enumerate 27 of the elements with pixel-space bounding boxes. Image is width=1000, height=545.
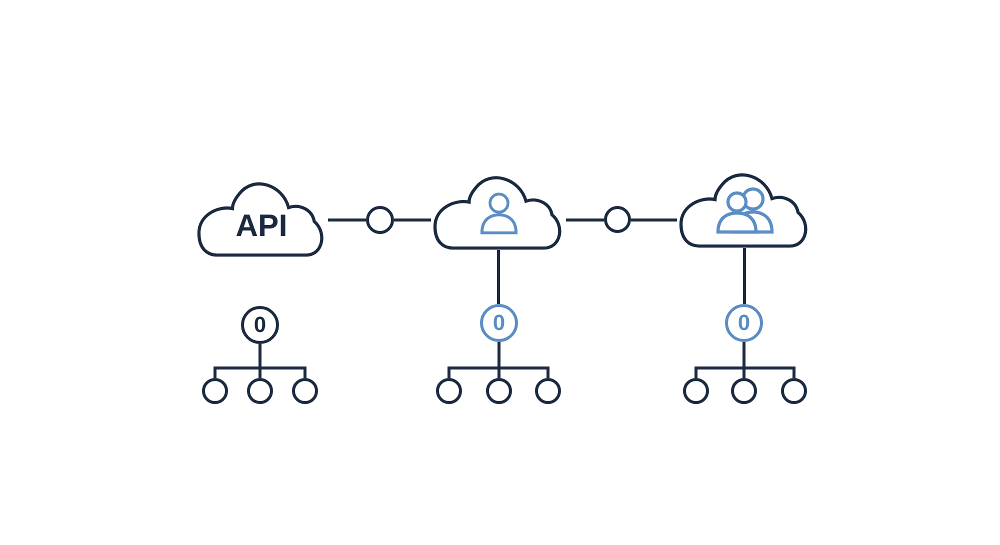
circle-node — [292, 378, 318, 404]
circle-node — [241, 306, 279, 344]
node-label: 0 — [492, 312, 506, 334]
circle-node — [683, 378, 709, 404]
circle-node — [781, 378, 807, 404]
circle-node — [436, 378, 462, 404]
connector-line — [497, 250, 500, 304]
connector-line — [566, 218, 604, 222]
circle-node — [202, 378, 228, 404]
circle-node — [731, 378, 757, 404]
connector-line — [498, 342, 550, 378]
circle-node — [725, 304, 763, 342]
connector-line — [743, 248, 746, 304]
connector-line — [258, 344, 306, 378]
circle-node — [604, 206, 631, 233]
node-label: 0 — [254, 314, 266, 336]
circle-node — [480, 304, 518, 342]
node-label: 0 — [738, 312, 750, 334]
connector-line — [328, 218, 366, 222]
circle-node — [366, 206, 394, 234]
circle-node — [535, 378, 561, 404]
connector-line — [631, 218, 677, 222]
cloud-label: API — [236, 210, 288, 240]
connector-line — [742, 342, 796, 378]
connector-line — [394, 218, 431, 222]
circle-node — [486, 378, 512, 404]
circle-node — [247, 378, 273, 404]
